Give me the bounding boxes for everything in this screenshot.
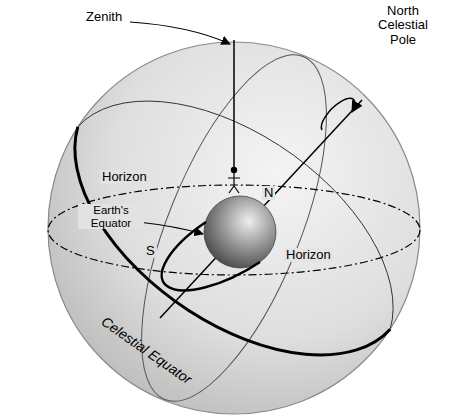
label: Zenith [84, 10, 124, 24]
label: Horizon [284, 248, 333, 262]
label: Earth's Equator [78, 204, 144, 229]
celestial-equator-front [75, 127, 390, 355]
label: North Celestial Pole [364, 4, 442, 47]
label: S [144, 244, 157, 258]
label: Horizon [100, 170, 149, 184]
label: N [262, 186, 275, 200]
leader-arrow [138, 222, 203, 234]
horizon-circle [48, 185, 420, 275]
celestial-equator-back [78, 101, 393, 329]
rotation-arrow [321, 98, 355, 130]
observer-figure [228, 172, 240, 193]
earth [204, 196, 276, 268]
leader-arrow [130, 22, 230, 44]
zenith-line [233, 40, 235, 168]
earth-equator [162, 222, 260, 290]
earth-axis [160, 100, 362, 318]
